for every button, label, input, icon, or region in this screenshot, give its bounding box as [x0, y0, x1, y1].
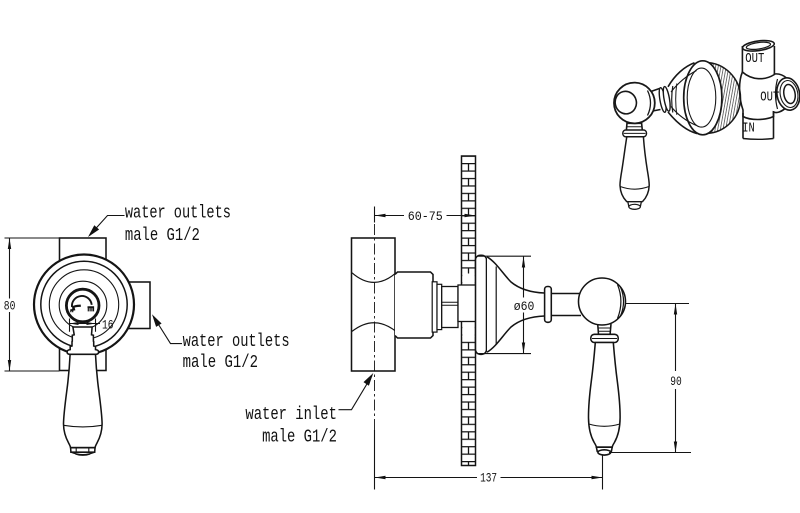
svg-text:male G1/2: male G1/2: [125, 226, 200, 246]
svg-text:16: 16: [102, 318, 114, 333]
svg-text:90: 90: [670, 374, 682, 389]
svg-text:male G1/2: male G1/2: [262, 428, 337, 448]
svg-text:IN: IN: [742, 122, 755, 137]
svg-text:80: 80: [4, 299, 16, 314]
svg-text:water outlets: water outlets: [183, 332, 290, 352]
svg-text:male G1/2: male G1/2: [183, 353, 258, 373]
svg-text:water inlet: water inlet: [245, 405, 337, 425]
svg-text:OUT: OUT: [760, 91, 779, 106]
svg-text:ø60: ø60: [514, 299, 535, 314]
svg-text:water outlets: water outlets: [125, 204, 231, 224]
svg-text:60-75: 60-75: [408, 209, 443, 224]
svg-text:OUT: OUT: [745, 52, 764, 67]
svg-text:137: 137: [480, 471, 497, 486]
